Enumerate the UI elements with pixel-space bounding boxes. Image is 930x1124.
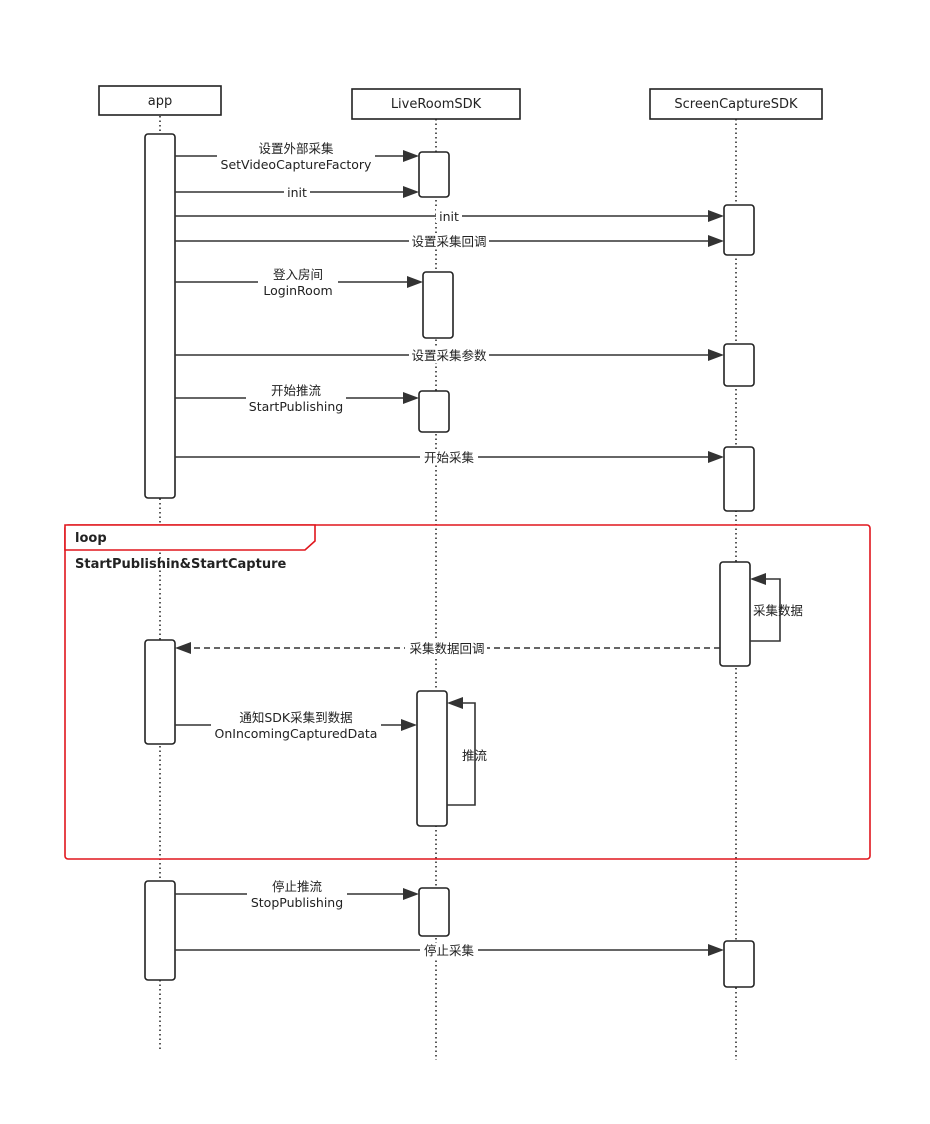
- participant-screencapturesdk: ScreenCaptureSDK: [649, 88, 823, 120]
- message-label: 通知SDK采集到数据: [239, 710, 352, 725]
- activation-screencapture-2: [723, 343, 755, 387]
- message-init-screencapture: init: [175, 209, 724, 224]
- message-label: StartPublishing: [249, 399, 343, 414]
- participant-app: app: [98, 85, 222, 116]
- activation-app-1: [144, 133, 176, 499]
- message-init-liveroom: init: [175, 185, 419, 200]
- message-label: SetVideoCaptureFactory: [221, 157, 373, 172]
- message-label: 设置采集参数: [411, 348, 487, 363]
- activation-liveroom-5: [418, 887, 450, 937]
- message-label: 登入房间: [273, 267, 323, 282]
- message-label: 设置采集回调: [411, 234, 486, 249]
- message-set-capture-params: 设置采集参数: [175, 348, 724, 363]
- message-label: 推流: [462, 748, 488, 763]
- message-label: 设置外部采集: [258, 141, 334, 156]
- activation-liveroom-4: [416, 690, 448, 827]
- activation-screencapture-4: [719, 561, 751, 667]
- participant-liveroomsdk: LiveRoomSDK: [351, 88, 521, 120]
- self-message-push-stream: 推流: [447, 697, 488, 806]
- participant-screencapturesdk-label: ScreenCaptureSDK: [674, 97, 798, 112]
- activation-liveroom-2: [422, 271, 454, 339]
- message-start-capture: 开始采集: [175, 450, 724, 465]
- message-label: 采集数据: [753, 603, 803, 618]
- participant-liveroomsdk-label: LiveRoomSDK: [391, 97, 482, 112]
- message-login-room: 登入房间 LoginRoom: [175, 266, 423, 300]
- message-label: 停止采集: [424, 943, 475, 958]
- activation-screencapture-3: [723, 446, 755, 512]
- message-label: OnIncomingCapturedData: [215, 726, 378, 741]
- loop-label: loop: [75, 531, 107, 546]
- message-label: init: [439, 209, 459, 224]
- message-label: 停止推流: [272, 879, 323, 894]
- activation-app-2: [144, 639, 176, 745]
- message-label: 开始推流: [271, 383, 322, 398]
- message-stop-publishing: 停止推流 StopPublishing: [175, 879, 419, 913]
- activation-screencapture-5: [723, 940, 755, 988]
- activation-app-3: [144, 880, 176, 981]
- message-label: 开始采集: [424, 450, 475, 465]
- message-set-video-capture-factory: 设置外部采集 SetVideoCaptureFactory: [175, 140, 419, 174]
- loop-frame: loop StartPublishin&StartCapture: [64, 524, 871, 860]
- message-label: StopPublishing: [251, 895, 343, 910]
- message-label: 采集数据回调: [409, 641, 484, 656]
- participant-app-label: app: [148, 94, 172, 109]
- message-label: LoginRoom: [263, 283, 332, 298]
- message-set-capture-callback: 设置采集回调: [175, 234, 724, 249]
- message-on-incoming-captured-data: 通知SDK采集到数据 OnIncomingCapturedData: [175, 709, 417, 743]
- message-capture-data-callback: 采集数据回调: [175, 641, 720, 656]
- activation-liveroom-3: [418, 390, 450, 433]
- self-message-capture-data: 采集数据: [750, 573, 803, 642]
- message-label: init: [287, 185, 307, 200]
- activation-liveroom-1: [418, 151, 450, 198]
- activation-screencapture-1: [723, 204, 755, 256]
- message-stop-capture: 停止采集: [175, 943, 724, 958]
- loop-guard: StartPublishin&StartCapture: [75, 557, 286, 572]
- message-start-publishing: 开始推流 StartPublishing: [175, 382, 419, 416]
